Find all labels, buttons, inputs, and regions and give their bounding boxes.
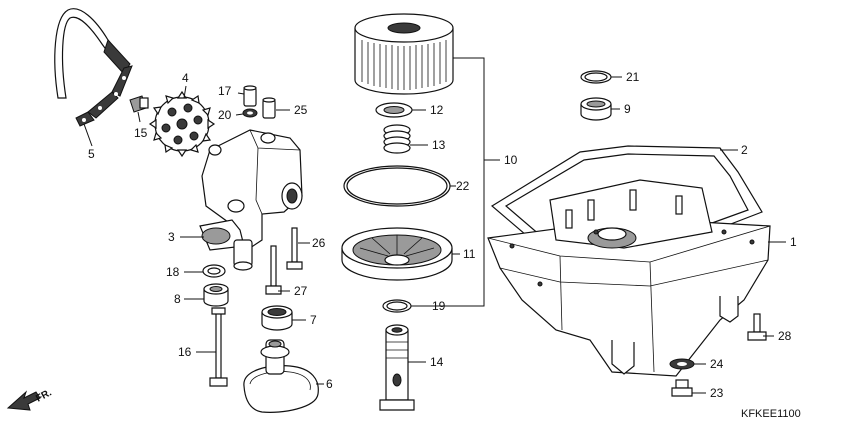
callout-2: 2	[741, 143, 748, 157]
callout-12: 12	[430, 103, 444, 117]
bolt-28-part	[747, 313, 767, 341]
callout-8: 8	[174, 292, 181, 306]
bolt-16-part	[209, 307, 228, 387]
callout-11: 11	[463, 247, 476, 261]
callout-27: 27	[294, 284, 308, 298]
callout-26: 26	[312, 236, 326, 250]
callout-13: 13	[432, 138, 446, 152]
bolt-26-part	[286, 227, 303, 270]
front-direction-arrow-icon	[6, 390, 41, 411]
callout-17: 17	[218, 84, 232, 98]
drain-bolt-23-part	[671, 379, 693, 397]
o-ring-21-part	[580, 70, 612, 84]
o-ring-19-part	[382, 299, 412, 313]
callout-21: 21	[626, 70, 640, 84]
callout-19: 19	[432, 299, 446, 313]
callout-labels: 5 15 4 17 20 25 3 26 18 8 27 7 16 6 12 1…	[88, 70, 797, 400]
sealing-washer-24-part	[669, 358, 695, 370]
strainer-6-part	[243, 339, 319, 413]
callout-7: 7	[310, 313, 317, 327]
washer-part	[242, 108, 258, 118]
collar-part	[243, 85, 257, 107]
filter-bolt-14-part	[379, 324, 415, 411]
callout-14: 14	[430, 355, 444, 369]
callout-1: 1	[790, 235, 797, 249]
filter-cover-11-part	[341, 227, 453, 281]
diagram-code: KFKEE1100	[741, 408, 801, 420]
tensioner-bolt-part	[129, 95, 149, 113]
o-ring-22-part	[343, 165, 451, 207]
oil-pan-part	[487, 179, 771, 377]
callout-24: 24	[710, 357, 724, 371]
cam-chain-part	[54, 8, 133, 127]
callout-4: 4	[182, 71, 189, 85]
callout-5: 5	[88, 147, 95, 161]
oil-filter-element-part	[354, 13, 454, 95]
front-marker-label: FR.	[34, 387, 54, 404]
callout-23: 23	[710, 386, 724, 400]
leader-lines	[83, 57, 786, 394]
callout-10: 10	[504, 153, 518, 167]
callout-6: 6	[326, 377, 333, 391]
collar-9-part	[580, 97, 612, 121]
filter-spring-13-part	[383, 124, 411, 154]
callout-22: 22	[456, 179, 470, 193]
callout-20: 20	[218, 108, 232, 122]
bolt-27-part	[265, 245, 282, 295]
dowel-part	[262, 97, 276, 119]
o-ring-18-part	[202, 264, 226, 278]
seal-7-part	[261, 305, 293, 331]
collar-8-part	[203, 283, 229, 307]
filter-washer-12-part	[375, 102, 413, 118]
callout-25: 25	[294, 103, 308, 117]
callout-3: 3	[168, 230, 175, 244]
oil-pump-part	[199, 129, 303, 271]
callout-15: 15	[134, 126, 148, 140]
callout-18: 18	[166, 265, 180, 279]
callout-9: 9	[624, 102, 631, 116]
sprocket-part	[148, 90, 216, 158]
callout-16: 16	[178, 345, 192, 359]
callout-28: 28	[778, 329, 792, 343]
